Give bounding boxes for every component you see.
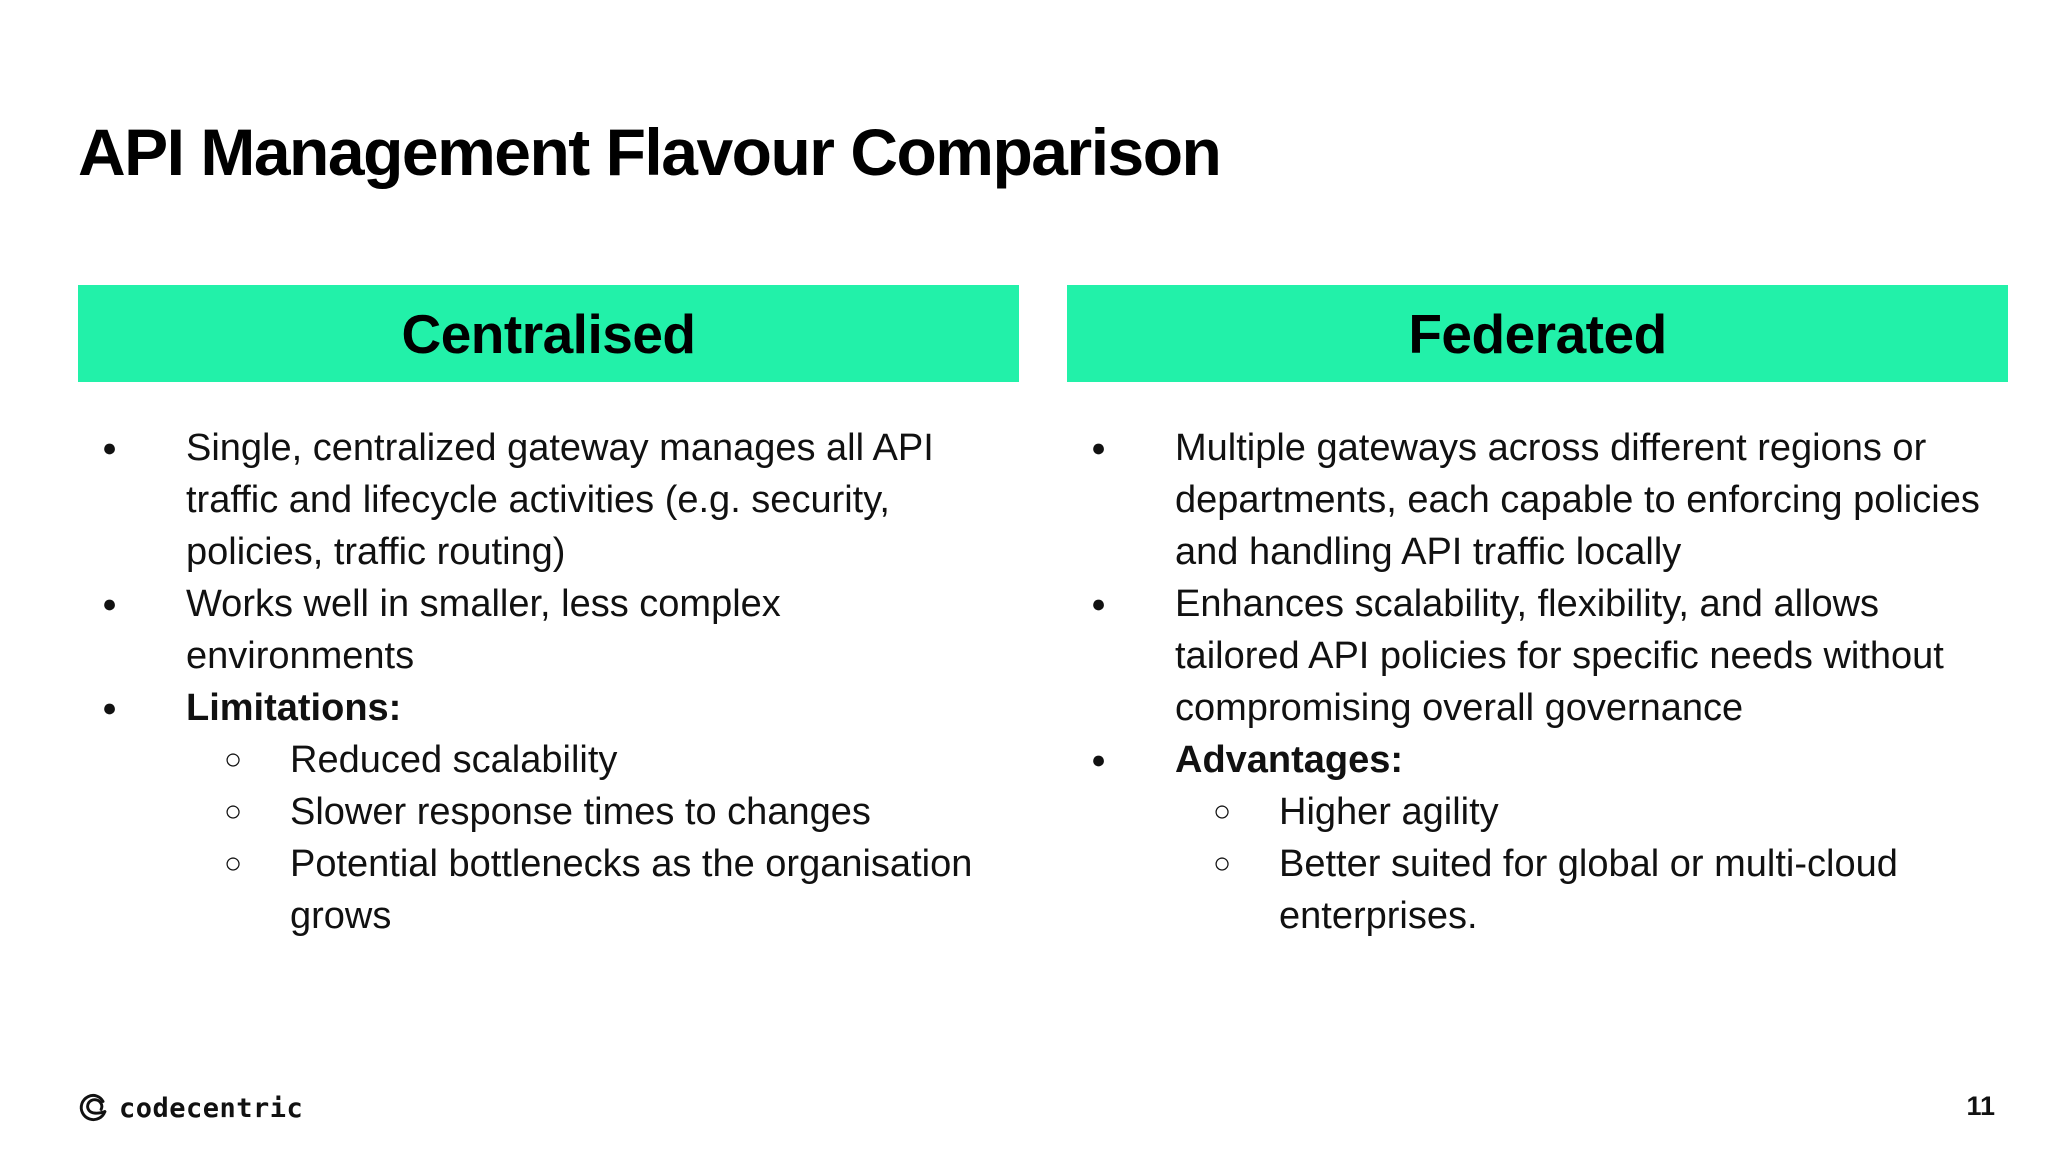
codecentric-swirl-icon	[79, 1093, 107, 1122]
list-subitem: Reduced scalability	[78, 734, 1019, 786]
column-centralised: Centralised Single, centralized gateway …	[78, 285, 1019, 942]
list-subitem: Slower response times to changes	[78, 786, 1019, 838]
page-number: 11	[1966, 1091, 1995, 1121]
comparison-columns: Centralised Single, centralized gateway …	[78, 285, 2008, 942]
column-header-federated: Federated	[1067, 285, 2008, 382]
centralised-list: Single, centralized gateway manages all …	[78, 422, 1019, 942]
list-item: Multiple gateways across different regio…	[1067, 422, 2008, 578]
list-item: Works well in smaller, less complex envi…	[78, 578, 1019, 682]
slide-title: API Management Flavour Comparison	[78, 115, 1222, 190]
logo-text: codecentric	[119, 1092, 304, 1124]
column-federated: Federated Multiple gateways across diffe…	[1067, 285, 2008, 942]
list-item-advantages: Advantages:	[1067, 734, 2008, 786]
list-subitem: Better suited for global or multi-cloud …	[1067, 838, 2008, 942]
list-subitem: Potential bottlenecks as the organisatio…	[78, 838, 1019, 942]
list-item: Single, centralized gateway manages all …	[78, 422, 1019, 578]
list-item-limitations: Limitations:	[78, 682, 1019, 734]
federated-list: Multiple gateways across different regio…	[1067, 422, 2008, 942]
codecentric-logo: codecentric	[74, 1090, 303, 1126]
column-header-centralised: Centralised	[78, 285, 1019, 382]
list-subitem: Higher agility	[1067, 786, 2008, 838]
list-item: Enhances scalability, flexibility, and a…	[1067, 578, 2008, 734]
